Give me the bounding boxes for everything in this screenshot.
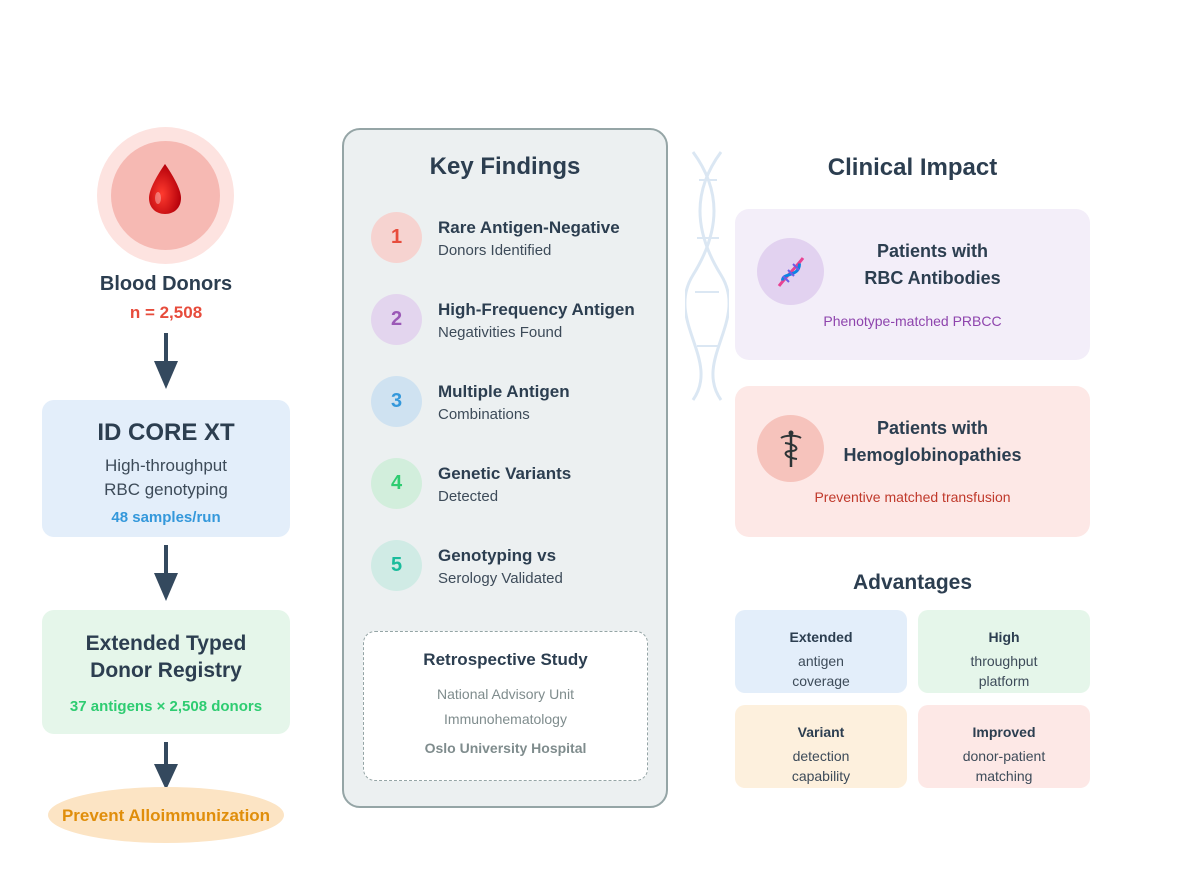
advantage-heading-2: High bbox=[988, 629, 1020, 645]
advantage-heading-3: Variant bbox=[797, 724, 845, 740]
finding-number-5: 5 bbox=[371, 540, 422, 591]
finding-subtitle-5: Serology Validated bbox=[438, 570, 563, 587]
advantage-heading-1: Extended bbox=[789, 629, 853, 645]
impact-card-hemo-line1: Patients with bbox=[876, 418, 988, 438]
genotyping-desc-line1: High-throughput bbox=[105, 456, 227, 475]
finding-number-1: 1 bbox=[371, 212, 422, 263]
study-line2: Immunohematology bbox=[444, 711, 567, 727]
genotyping-rate: 48 samples/run bbox=[111, 509, 221, 526]
clinical-impact-title: Clinical Impact bbox=[827, 154, 998, 181]
registry-box bbox=[42, 610, 290, 734]
study-title: Retrospective Study bbox=[423, 650, 588, 669]
advantage-heading-4: Improved bbox=[972, 724, 1036, 740]
finding-title-1: Rare Antigen-Negative bbox=[438, 218, 620, 237]
caduceus-icon bbox=[757, 415, 824, 482]
finding-subtitle-1: Donors Identified bbox=[438, 242, 552, 259]
donors-count: n = 2,508 bbox=[129, 303, 203, 322]
dna-strand-decoration bbox=[685, 151, 729, 401]
finding-subtitle-2: Negativities Found bbox=[438, 324, 563, 341]
study-box bbox=[363, 631, 648, 781]
genotyping-title: ID CORE XT bbox=[97, 419, 235, 446]
registry-title-line2: Donor Registry bbox=[90, 659, 242, 682]
advantage-card-2 bbox=[918, 610, 1090, 693]
study-line1: National Advisory Unit bbox=[437, 686, 574, 702]
finding-title-5: Genotyping vs bbox=[438, 546, 557, 565]
impact-card-antibodies-line2: RBC Antibodies bbox=[864, 268, 1001, 288]
outcome-label: Prevent Alloimmunization bbox=[61, 806, 271, 825]
impact-card-antibodies-line1: Patients with bbox=[876, 241, 988, 261]
arrow-down-icon bbox=[154, 545, 178, 601]
advantage-line2-2: platform bbox=[978, 673, 1030, 689]
impact-card-hemo-sub: Preventive matched transfusion bbox=[814, 489, 1011, 505]
study-line3: Oslo University Hospital bbox=[424, 740, 587, 756]
advantage-line2-4: matching bbox=[975, 768, 1033, 784]
advantage-card-4 bbox=[918, 705, 1090, 788]
advantage-line1-1: antigen bbox=[798, 653, 844, 669]
impact-card-hemo-line2: Hemoglobinopathies bbox=[843, 445, 1022, 465]
genotyping-box bbox=[42, 400, 290, 537]
registry-title-line1: Extended Typed bbox=[85, 632, 247, 655]
advantages-title: Advantages bbox=[852, 571, 973, 594]
finding-number-3: 3 bbox=[371, 376, 422, 427]
blood-drop-icon bbox=[149, 164, 181, 214]
genotyping-desc-line2: RBC genotyping bbox=[104, 480, 228, 499]
arrow-down-icon bbox=[154, 333, 178, 389]
registry-stat: 37 antigens × 2,508 donors bbox=[69, 698, 263, 715]
advantage-card-3 bbox=[735, 705, 907, 788]
impact-card-antibodies-sub: Phenotype-matched PRBCC bbox=[823, 313, 1002, 329]
advantage-line1-3: detection bbox=[792, 748, 850, 764]
advantage-card-1 bbox=[735, 610, 907, 693]
advantage-line2-3: capability bbox=[791, 768, 851, 784]
dna-icon bbox=[757, 238, 824, 305]
advantage-line1-4: donor-patient bbox=[962, 748, 1046, 764]
finding-number-2: 2 bbox=[371, 294, 422, 345]
finding-number-4: 4 bbox=[371, 458, 422, 509]
donors-title: Blood Donors bbox=[99, 273, 233, 295]
finding-title-2: High-Frequency Antigen bbox=[438, 300, 635, 319]
finding-title-3: Multiple Antigen bbox=[438, 382, 570, 401]
finding-subtitle-4: Detected bbox=[438, 488, 499, 505]
advantage-line1-2: throughput bbox=[970, 653, 1038, 669]
finding-title-4: Genetic Variants bbox=[438, 464, 572, 483]
outcome-ellipse bbox=[48, 787, 284, 843]
finding-subtitle-3: Combinations bbox=[438, 406, 530, 423]
arrow-down-icon bbox=[154, 742, 178, 790]
advantage-line2-1: coverage bbox=[792, 673, 850, 689]
key-findings-title: Key Findings bbox=[429, 153, 581, 180]
